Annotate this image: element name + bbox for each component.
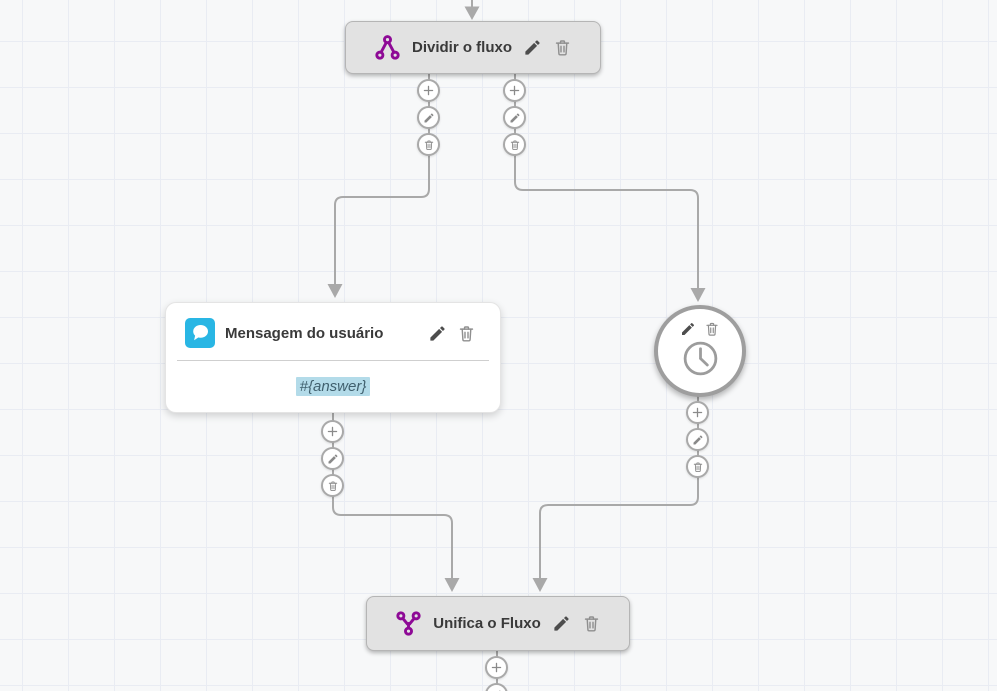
edit-connection-button[interactable] [417, 106, 440, 129]
trash-icon[interactable] [704, 321, 720, 337]
node-delay[interactable] [654, 305, 746, 397]
edit-connection-button[interactable] [686, 428, 709, 451]
message-card-header: Mensagem do usuário [166, 303, 500, 360]
node-split-flow[interactable]: Dividir o fluxo [345, 21, 601, 74]
arrowhead-into-message [327, 284, 343, 298]
split-flow-icon [374, 34, 401, 61]
message-card-title: Mensagem do usuário [225, 324, 384, 342]
trash-icon[interactable] [582, 614, 601, 633]
arrowhead-into-split [464, 6, 480, 20]
merge-flow-icon [395, 610, 422, 637]
clock-icon [680, 338, 721, 379]
add-node-button[interactable] [503, 79, 526, 102]
node-user-message[interactable]: Mensagem do usuário #{answer} [165, 302, 501, 413]
connector-split-to-delay [514, 74, 699, 290]
add-node-button[interactable] [321, 420, 344, 443]
delete-connection-button[interactable] [321, 474, 344, 497]
edit-icon[interactable] [428, 324, 447, 343]
edit-connection-button[interactable] [485, 683, 508, 691]
delete-connection-button[interactable] [686, 455, 709, 478]
message-card-body: #{answer} [166, 361, 500, 411]
edit-icon[interactable] [523, 38, 542, 57]
merge-output-ports [485, 656, 508, 691]
add-node-button[interactable] [417, 79, 440, 102]
connector-split-to-message [334, 74, 430, 286]
split-output-left-ports [417, 79, 440, 156]
node-merge-flow[interactable]: Unifica o Fluxo [366, 596, 630, 651]
delete-connection-button[interactable] [417, 133, 440, 156]
node-merge-title: Unifica o Fluxo [433, 615, 541, 632]
node-split-title: Dividir o fluxo [411, 39, 512, 56]
message-output-ports [321, 420, 344, 497]
add-node-button[interactable] [485, 656, 508, 679]
edit-icon[interactable] [680, 321, 696, 337]
arrowhead-into-delay [690, 288, 706, 302]
trash-icon[interactable] [553, 38, 572, 57]
delay-node-actions [680, 321, 720, 337]
arrowhead-into-merge-left [444, 578, 460, 592]
edit-connection-button[interactable] [503, 106, 526, 129]
message-variable-chip[interactable]: #{answer} [295, 376, 371, 396]
edit-connection-button[interactable] [321, 447, 344, 470]
delay-output-ports [686, 401, 709, 478]
arrowhead-into-merge-right [532, 578, 548, 592]
chat-bubble-icon [185, 318, 215, 348]
connector-message-to-merge [332, 412, 453, 580]
delete-connection-button[interactable] [503, 133, 526, 156]
trash-icon[interactable] [457, 324, 476, 343]
split-output-right-ports [503, 79, 526, 156]
card-divider [177, 360, 489, 361]
connector-delay-to-merge [539, 396, 699, 580]
add-node-button[interactable] [686, 401, 709, 424]
edit-icon[interactable] [552, 614, 571, 633]
